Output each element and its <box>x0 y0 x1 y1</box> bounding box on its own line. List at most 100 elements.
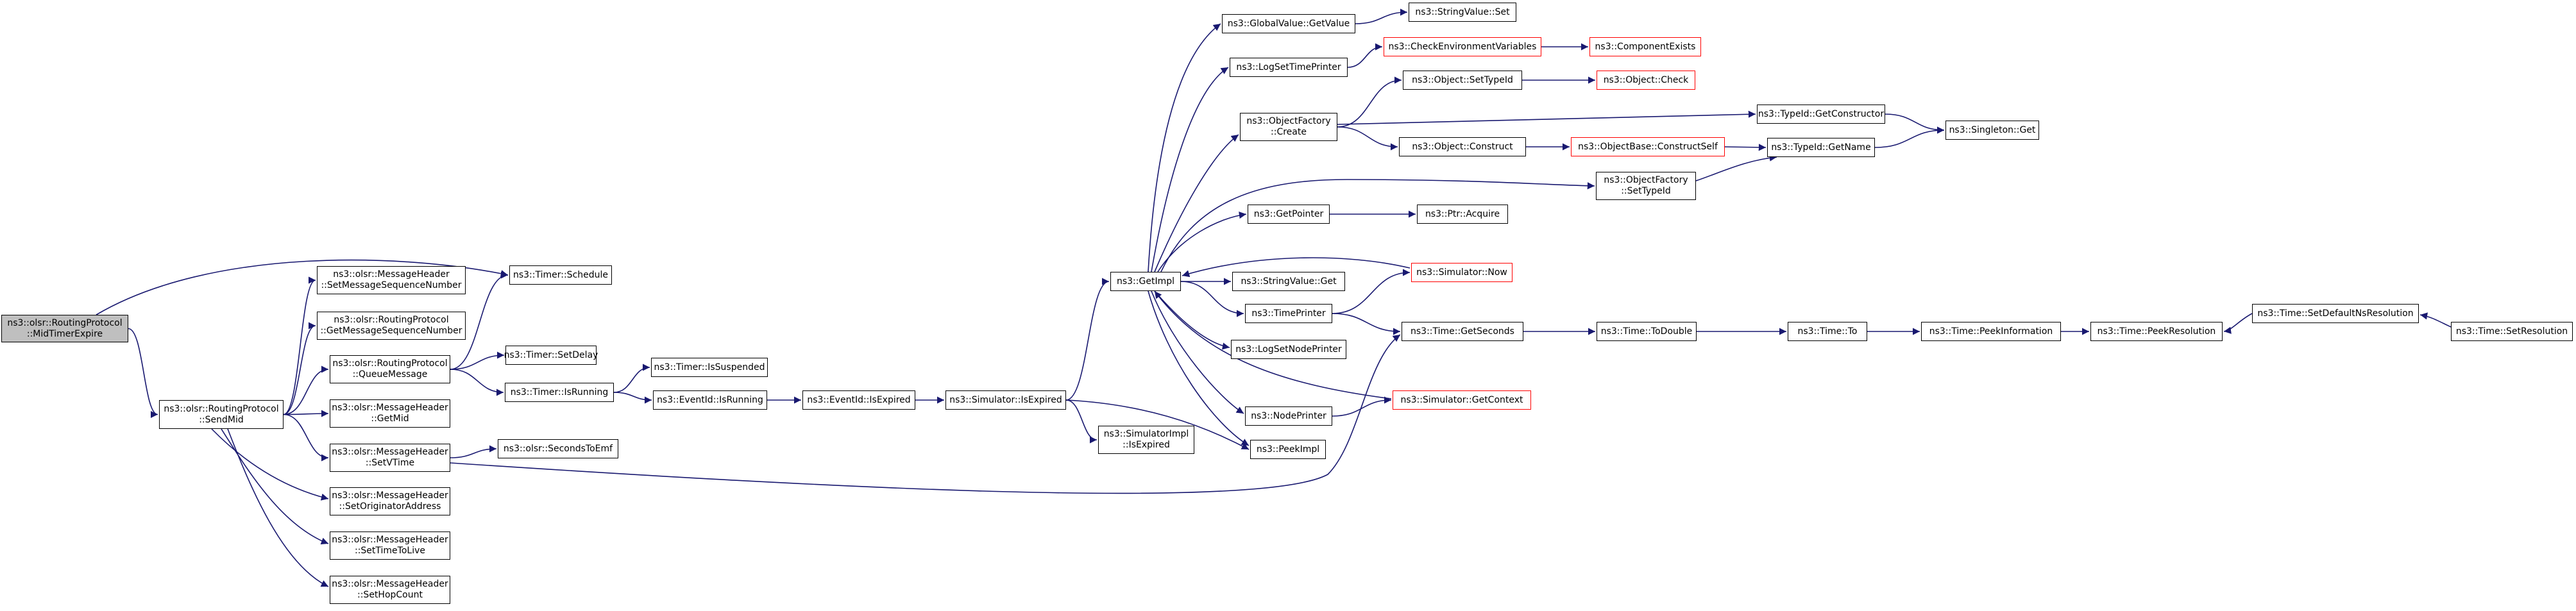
node-ptracquire[interactable]: ns3::Ptr::Acquire <box>1417 205 1508 224</box>
node-logsetnodeprinter[interactable]: ns3::LogSetNodePrinter <box>1231 340 1346 359</box>
node-label: ns3::LogSetTimePrinter <box>1236 62 1341 72</box>
node-simimplisexpired[interactable]: ns3::SimulatorImpl::IsExpired <box>1098 426 1194 454</box>
node-gvgetvalue[interactable]: ns3::GlobalValue::GetValue <box>1222 14 1355 33</box>
node-root: ns3::olsr::RoutingProtocol::MidTimerExpi… <box>1 315 128 342</box>
edge-timerisrunning-to-issuspended <box>613 364 650 393</box>
edge-getimpl-to-ofsettypeid <box>1160 179 1595 272</box>
node-label: ::QueueMessage <box>352 369 428 380</box>
node-singletonget[interactable]: ns3::Singleton::Get <box>1945 121 2039 140</box>
node-label: ns3::CheckEnvironmentVariables <box>1388 41 1537 52</box>
node-objcheck[interactable]: ns3::Object::Check <box>1597 71 1695 90</box>
node-typeidgetname[interactable]: ns3::TypeId::GetName <box>1767 138 1875 157</box>
edge-getimpl-to-nodeprinter <box>1151 290 1244 414</box>
node-logsettimeprinter[interactable]: ns3::LogSetTimePrinter <box>1230 58 1348 77</box>
node-peekimpl[interactable]: ns3::PeekImpl <box>1250 440 1326 459</box>
node-label: ns3::TypeId::GetName <box>1771 142 1871 153</box>
node-label: ::Create <box>1271 127 1307 137</box>
node-sendmid[interactable]: ns3::olsr::RoutingProtocol::SendMid <box>159 400 284 429</box>
edge-ofcreate-to-objconstruct <box>1337 126 1398 151</box>
node-timerisrunning[interactable]: ns3::Timer::IsRunning <box>505 383 614 402</box>
node-setorig[interactable]: ns3::olsr::MessageHeader::SetOriginatorA… <box>330 487 450 515</box>
edge-sendmid-to-setmsn <box>283 276 316 415</box>
node-svset[interactable]: ns3::StringValue::Set <box>1409 3 1516 22</box>
node-secondstoemf[interactable]: ns3::olsr::SecondsToEmf <box>498 439 618 458</box>
edge-setres-to-setdefaultns <box>2419 312 2452 328</box>
node-label: ns3::LogSetNodePrinter <box>1235 344 1342 355</box>
node-checkenv[interactable]: ns3::CheckEnvironmentVariables <box>1384 37 1541 56</box>
node-label: ns3::olsr::MessageHeader <box>332 535 448 545</box>
node-issuspended[interactable]: ns3::Timer::IsSuspended <box>651 358 768 377</box>
node-label: ns3::SimulatorImpl <box>1103 429 1189 439</box>
node-simisexpired[interactable]: ns3::Simulator::IsExpired <box>945 390 1066 410</box>
node-label: ::SetMessageSequenceNumber <box>321 280 462 290</box>
node-queuemsg[interactable]: ns3::olsr::RoutingProtocol::QueueMessage <box>330 355 450 383</box>
node-label: ::SetOriginatorAddress <box>339 501 441 512</box>
node-objconstruct[interactable]: ns3::Object::Construct <box>1399 137 1526 156</box>
node-timeprinter[interactable]: ns3::TimePrinter <box>1245 304 1332 323</box>
node-schedule[interactable]: ns3::Timer::Schedule <box>509 265 612 285</box>
node-label: ns3::olsr::MessageHeader <box>333 269 450 280</box>
node-ofsettypeid[interactable]: ns3::ObjectFactory::SetTypeId <box>1596 172 1696 200</box>
node-peekres[interactable]: ns3::Time::PeekResolution <box>2090 322 2223 341</box>
node-label: ns3::ComponentExists <box>1595 41 1696 52</box>
node-label: ns3::Singleton::Get <box>1949 124 2036 135</box>
edge-getimpl-to-timeprinter <box>1180 281 1244 317</box>
edge-sendmid-to-getmsn <box>283 322 316 415</box>
edge-queuemsg-to-timerisrunning <box>450 369 504 396</box>
node-setmsn[interactable]: ns3::olsr::MessageHeader::SetMessageSequ… <box>317 266 466 294</box>
node-simnow[interactable]: ns3::Simulator::Now <box>1411 263 1513 282</box>
edge-timerisrunning-to-evisrunning <box>613 392 652 404</box>
node-objsettypeid[interactable]: ns3::Object::SetTypeId <box>1403 71 1522 90</box>
node-typeidgetconstructor[interactable]: ns3::TypeId::GetConstructor <box>1757 105 1885 124</box>
edge-ofcreate-to-typeidgetconstructor <box>1337 110 1756 125</box>
node-sethop[interactable]: ns3::olsr::MessageHeader::SetHopCount <box>330 576 450 604</box>
node-label: ns3::Timer::Schedule <box>513 269 609 280</box>
edge-timeprinter-to-getseconds <box>1332 313 1401 335</box>
node-setvtime[interactable]: ns3::olsr::MessageHeader::SetVTime <box>330 444 450 472</box>
node-label: ns3::ObjectFactory <box>1246 116 1331 126</box>
node-setdefaultns[interactable]: ns3::Time::SetDefaultNsResolution <box>2252 304 2419 323</box>
node-timeto[interactable]: ns3::Time::To <box>1788 322 1867 341</box>
node-nodeprinter[interactable]: ns3::NodePrinter <box>1245 406 1332 426</box>
node-getmid[interactable]: ns3::olsr::MessageHeader::GetMid <box>330 399 450 428</box>
edge-timeprinter-to-simnow <box>1332 269 1411 314</box>
edge-getimpl-to-logsetnodeprinter <box>1154 290 1230 350</box>
node-label: ns3::olsr::RoutingProtocol <box>164 403 279 414</box>
edge-ofcreate-to-objsettypeid <box>1337 76 1402 128</box>
node-compexists[interactable]: ns3::ComponentExists <box>1589 37 1701 56</box>
node-getcontext[interactable]: ns3::Simulator::GetContext <box>1393 390 1531 410</box>
node-label: ns3::EventId::IsExpired <box>807 394 911 405</box>
node-getmsn[interactable]: ns3::olsr::RoutingProtocol::GetMessageSe… <box>317 312 466 340</box>
node-label: ns3::Time::SetResolution <box>2455 326 2568 337</box>
node-setdelay[interactable]: ns3::Timer::SetDelay <box>504 346 598 365</box>
node-peekinfo[interactable]: ns3::Time::PeekInformation <box>1921 322 2061 341</box>
node-todouble[interactable]: ns3::Time::ToDouble <box>1597 322 1697 341</box>
edge-sendmid-to-setorig <box>211 428 329 501</box>
node-evisexpired[interactable]: ns3::EventId::IsExpired <box>802 390 915 410</box>
node-label: ns3::NodePrinter <box>1251 410 1326 421</box>
node-label: ::SetHopCount <box>357 590 423 600</box>
node-setres[interactable]: ns3::Time::SetResolution <box>2451 322 2573 341</box>
node-svget[interactable]: ns3::StringValue::Get <box>1232 272 1345 291</box>
node-setttl[interactable]: ns3::olsr::MessageHeader::SetTimeToLive <box>330 531 450 560</box>
edge-typeidgetconstructor-to-singletonget <box>1885 113 1945 134</box>
node-label: ns3::StringValue::Set <box>1415 6 1510 17</box>
node-getseconds[interactable]: ns3::Time::GetSeconds <box>1402 322 1523 341</box>
edge-layer <box>96 8 2452 587</box>
node-label: ns3::Time::SetDefaultNsResolution <box>2257 308 2414 319</box>
edge-getcontext-to-getimpl <box>1154 290 1392 399</box>
node-ofcreate[interactable]: ns3::ObjectFactory::Create <box>1240 113 1337 141</box>
node-constructself[interactable]: ns3::ObjectBase::ConstructSelf <box>1571 137 1725 156</box>
node-label: ::SetTimeToLive <box>354 546 425 556</box>
node-getpointer[interactable]: ns3::GetPointer <box>1248 205 1330 224</box>
edge-getimpl-to-peekimpl <box>1148 290 1250 446</box>
node-label: ns3::GetPointer <box>1253 208 1324 219</box>
node-label: ns3::olsr::RoutingProtocol <box>334 315 449 325</box>
edge-gvgetvalue-to-svset <box>1355 8 1408 24</box>
node-label: ns3::Timer::IsSuspended <box>654 362 765 372</box>
edge-setvtime-to-secondstoemf <box>450 445 497 458</box>
node-getimpl[interactable]: ns3::GetImpl <box>1110 272 1181 291</box>
node-label: ns3::Simulator::IsExpired <box>949 394 1062 405</box>
node-label: ns3::olsr::MessageHeader <box>332 490 448 501</box>
node-evisrunning[interactable]: ns3::EventId::IsRunning <box>653 390 767 410</box>
